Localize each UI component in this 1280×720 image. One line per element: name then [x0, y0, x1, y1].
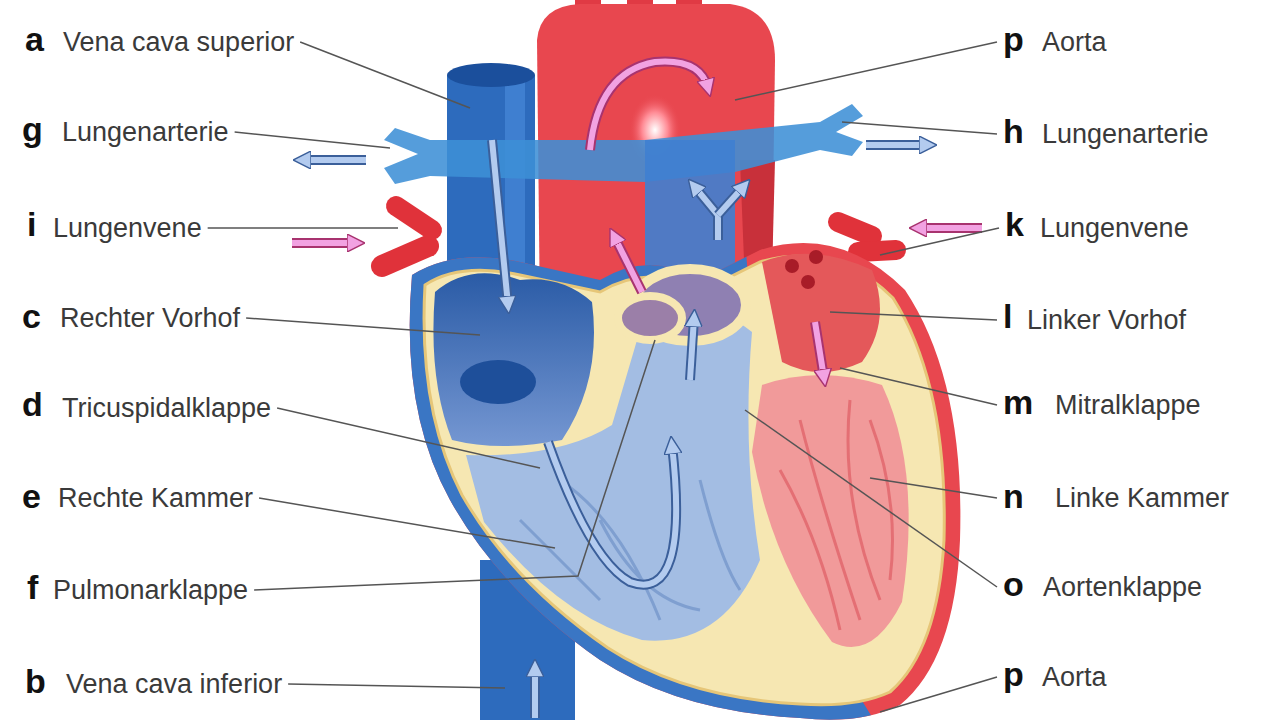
vein-opening [801, 275, 815, 289]
part-name: Pulmonarklappe [53, 574, 248, 606]
left-ventricle [752, 375, 909, 647]
leader-line [880, 677, 997, 712]
part-letter: n [1003, 478, 1024, 515]
vein-opening [809, 250, 823, 264]
pulmonary-vein [858, 250, 896, 252]
part-name: Rechter Vorhof [60, 302, 240, 334]
part-letter: a [25, 21, 44, 58]
pulmonary-vein [838, 222, 872, 236]
part-letter: p [1003, 656, 1024, 693]
papillary-muscles [780, 400, 893, 630]
leader-line [870, 478, 997, 498]
leader-line [288, 684, 505, 688]
part-name: Lungenvene [53, 212, 202, 244]
leader-line [277, 408, 540, 468]
blood-flow-arrows [292, 62, 982, 718]
leader-line [259, 498, 555, 548]
part-name: Lungenarterie [1042, 118, 1209, 150]
part-name: Vena cava superior [63, 26, 294, 58]
part-letter: h [1003, 113, 1024, 150]
part-letter: g [22, 111, 43, 148]
part-letter: i [27, 206, 36, 243]
vein-opening [785, 259, 799, 273]
part-letter: c [22, 298, 41, 335]
part-name: Lungenvene [1040, 212, 1189, 244]
part-name: Aorta [1042, 26, 1107, 58]
leader-line [235, 132, 390, 148]
part-letter: f [27, 569, 38, 606]
part-name: Mitralklappe [1055, 389, 1201, 421]
tricuspid-opening [460, 360, 536, 404]
part-letter: b [25, 663, 46, 700]
part-name: Lungenarterie [62, 116, 229, 148]
part-letter: m [1003, 384, 1033, 421]
part-name: Tricuspidalklappe [62, 392, 271, 424]
part-name: Linke Kammer [1055, 482, 1229, 514]
leader-line [842, 122, 997, 134]
part-letter: d [22, 386, 43, 423]
part-letter: e [22, 478, 41, 515]
leader-line [745, 410, 997, 587]
pulmonary-artery-right [384, 128, 645, 184]
part-name: Aortenklappe [1043, 571, 1202, 603]
pulmonary-vein [382, 246, 428, 266]
part-letter: p [1003, 21, 1024, 58]
leader-line [735, 42, 997, 100]
leader-line [254, 340, 655, 590]
part-name: Linker Vorhof [1027, 304, 1186, 336]
trabeculae [520, 480, 740, 620]
vena-cava-opening [447, 63, 535, 87]
leader-line [840, 368, 997, 405]
right-ventricle [466, 310, 760, 640]
part-name: Vena cava inferior [66, 668, 282, 700]
part-name: Aorta [1042, 661, 1107, 693]
leader-line [246, 318, 480, 335]
leader-line [208, 227, 398, 229]
part-letter: o [1003, 566, 1024, 603]
leader-line [830, 312, 997, 320]
part-letter: k [1005, 206, 1024, 243]
pulmonary-vein [396, 206, 432, 230]
leader-line [880, 228, 999, 255]
leader-line [300, 42, 470, 108]
aortic-valve [618, 296, 682, 340]
right-atrium [433, 273, 594, 446]
part-name: Rechte Kammer [58, 482, 253, 514]
part-letter: l [1003, 298, 1012, 335]
